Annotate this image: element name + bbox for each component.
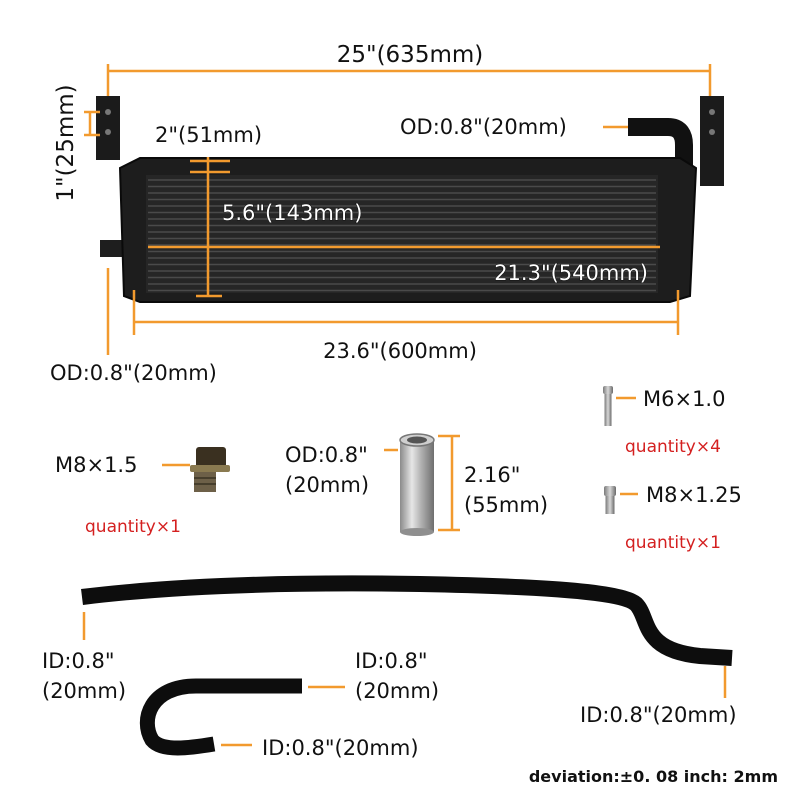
long-hose-right-id: ID:0.8"(20mm) [580, 703, 737, 727]
short-hose-top-id-line2: (20mm) [355, 679, 439, 703]
left-bracket-hole-icon [105, 109, 111, 115]
m8x125-bolt-icon [604, 486, 616, 514]
short-j-hose [139, 678, 302, 756]
fitting-length-line2: (55mm) [464, 493, 548, 517]
long-hose-left-id-line1: ID:0.8" [42, 649, 115, 673]
bolt-m8x125-quantity: quantity×1 [625, 533, 721, 553]
left-bracket-hole-icon [105, 129, 111, 135]
radiator-core [146, 175, 658, 293]
long-hose-left-id-line2: (20mm) [42, 679, 126, 703]
radiator [96, 96, 724, 303]
dimension-arrows [84, 64, 712, 355]
inlet-pipe [100, 240, 126, 257]
core-thickness-label: 2"(51mm) [155, 123, 262, 147]
bracket-width-label: 1"(25mm) [53, 84, 79, 201]
fitting-length-line1: 2.16" [464, 463, 520, 487]
short-hose-top-id-line1: ID:0.8" [355, 649, 428, 673]
long-hose [81, 575, 733, 666]
bolt-m6-quantity: quantity×4 [625, 437, 721, 457]
core-height-label: 5.6"(143mm) [222, 201, 362, 225]
right-bracket-hole-icon [709, 129, 715, 135]
radiator-fins [148, 179, 656, 292]
short-hose-bottom-id: ID:0.8"(20mm) [262, 736, 419, 760]
outlet-od-label: OD:0.8"(20mm) [400, 115, 567, 139]
bolt-m6-label: M6×1.0 [643, 387, 725, 411]
flange-bolt-icon [190, 447, 230, 492]
overall-length-label: 25"(635mm) [337, 42, 484, 68]
outlet-pipe [628, 118, 693, 175]
aluminum-fitting-icon [399, 433, 435, 536]
fitting-od-line1: OD:0.8" [285, 443, 368, 467]
core-length-label: 21.3"(540mm) [494, 261, 648, 285]
deviation-note: deviation:±0. 08 inch: 2mm [529, 767, 778, 786]
m6-bolt-icon [603, 386, 613, 426]
fitting-od-line2: (20mm) [285, 473, 369, 497]
bolt-m8x125-label: M8×1.25 [646, 483, 742, 507]
inlet-od-label: OD:0.8"(20mm) [50, 361, 217, 385]
left-bracket [96, 96, 120, 160]
bolt-m8x15-quantity: quantity×1 [85, 517, 181, 537]
tank-length-label: 23.6"(600mm) [323, 339, 477, 363]
bolt-m8x15-label: M8×1.5 [55, 453, 137, 477]
right-bracket-hole-icon [709, 109, 715, 115]
